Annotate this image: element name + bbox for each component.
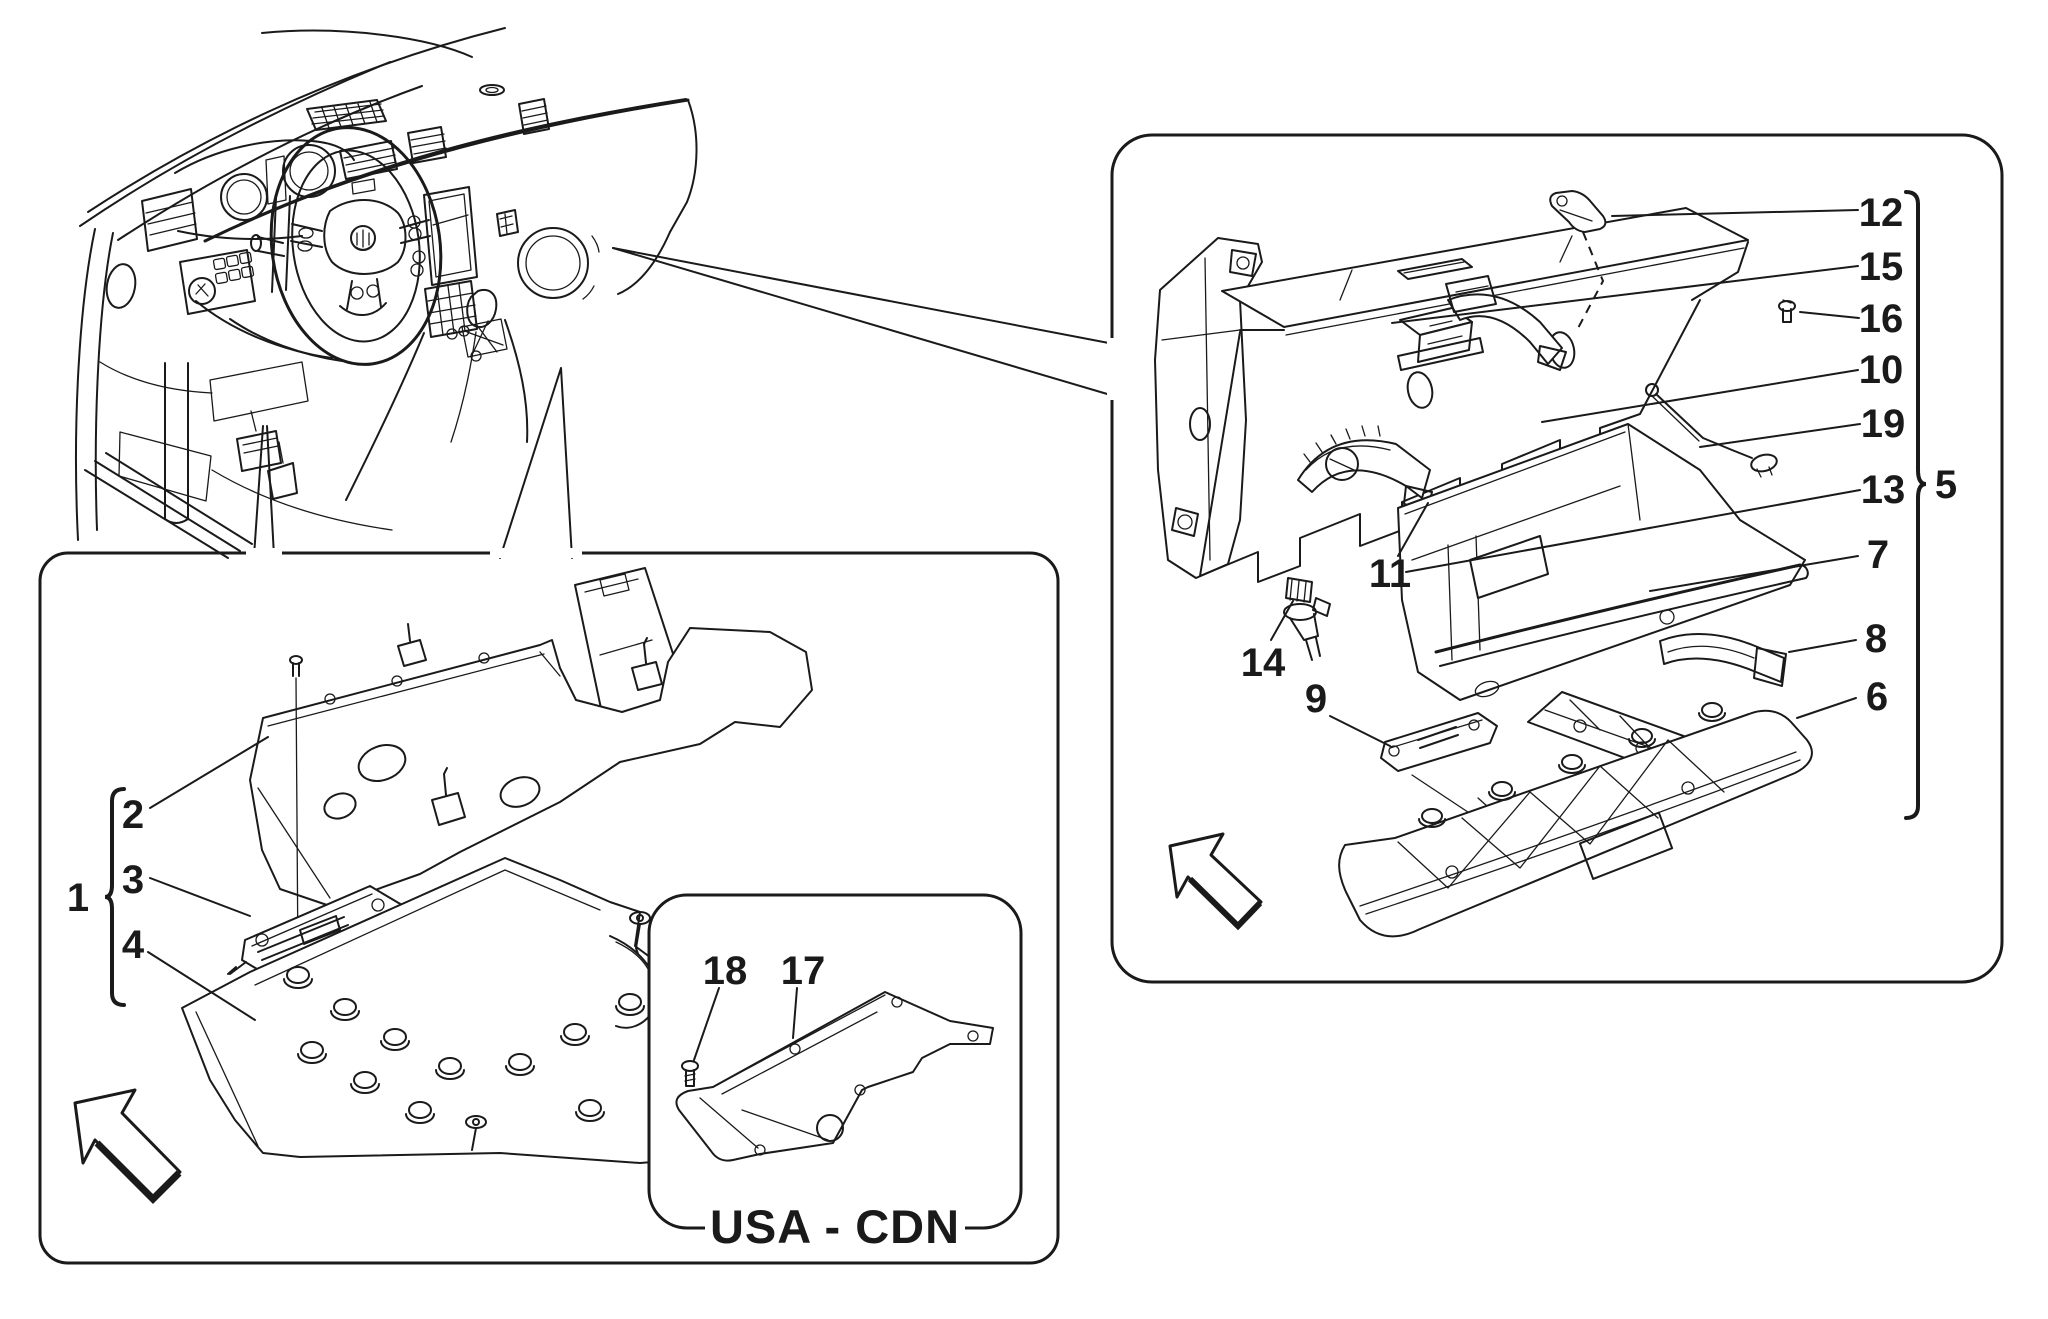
callout-3: 3 [122, 858, 144, 902]
leader-18 [693, 987, 720, 1061]
left-parts-box: 1 2 3 4 [38, 548, 1060, 1265]
right-parts-box: 12 15 16 10 19 13 7 8 6 5 11 14 9 [1107, 133, 2004, 984]
part-bracket-12 [1549, 190, 1607, 333]
part-screw-16 [1778, 299, 1796, 323]
callout-10: 10 [1859, 348, 1904, 392]
direction-arrow-left-icon [73, 1088, 182, 1204]
callout-2: 2 [122, 793, 144, 837]
callout-19: 19 [1861, 402, 1906, 446]
part-outer-door-panel [1338, 702, 1813, 938]
callout-11: 11 [1369, 552, 1411, 596]
dashboard-illustration [74, 27, 1115, 559]
callout-13: 13 [1861, 468, 1906, 512]
part-guide-rail [1659, 633, 1787, 687]
leader-3 [149, 877, 251, 917]
part-damper-arm-left [1297, 425, 1433, 511]
callout-9: 9 [1305, 677, 1327, 721]
callout-18: 18 [703, 949, 748, 993]
right-callout-leaders [1391, 209, 1861, 719]
leader-17 [792, 987, 798, 1039]
direction-arrow-right-icon [1168, 832, 1263, 931]
callout-16: 16 [1859, 297, 1904, 341]
callout-14: 14 [1241, 641, 1286, 685]
leader-11 [1397, 502, 1429, 557]
usa-cdn-box: USA - CDN 18 17 [647, 893, 1023, 1253]
callout-6: 6 [1866, 675, 1888, 719]
leader-9 [1329, 715, 1391, 747]
callout-12: 12 [1859, 191, 1904, 235]
part-glovebox-housing [1154, 237, 1263, 579]
group-brace-1 [104, 787, 126, 1007]
callout-7: 7 [1867, 533, 1889, 577]
leader-4 [147, 951, 256, 1021]
part-glovebox-bin [1397, 423, 1809, 701]
part-lamp-sensor [1283, 577, 1331, 661]
callout-15: 15 [1859, 245, 1904, 289]
pointer-dash-to-left-box [253, 367, 573, 559]
callout-8: 8 [1865, 617, 1887, 661]
leader-2 [149, 736, 269, 809]
callout-1: 1 [67, 876, 89, 920]
usa-cdn-label: USA - CDN [710, 1200, 960, 1253]
part-shield-plate [675, 991, 994, 1162]
part-rear-wall-and-lid [1199, 207, 1749, 583]
part-screw-18 [681, 1060, 699, 1087]
leader-14 [1270, 600, 1294, 641]
callout-17: 17 [781, 949, 826, 993]
part-upper-trim-panel [249, 567, 813, 907]
callout-4: 4 [122, 923, 145, 967]
callout-5: 5 [1935, 463, 1957, 507]
group-brace-5 [1904, 190, 1927, 820]
pointer-dash-to-right-box [612, 247, 1115, 397]
